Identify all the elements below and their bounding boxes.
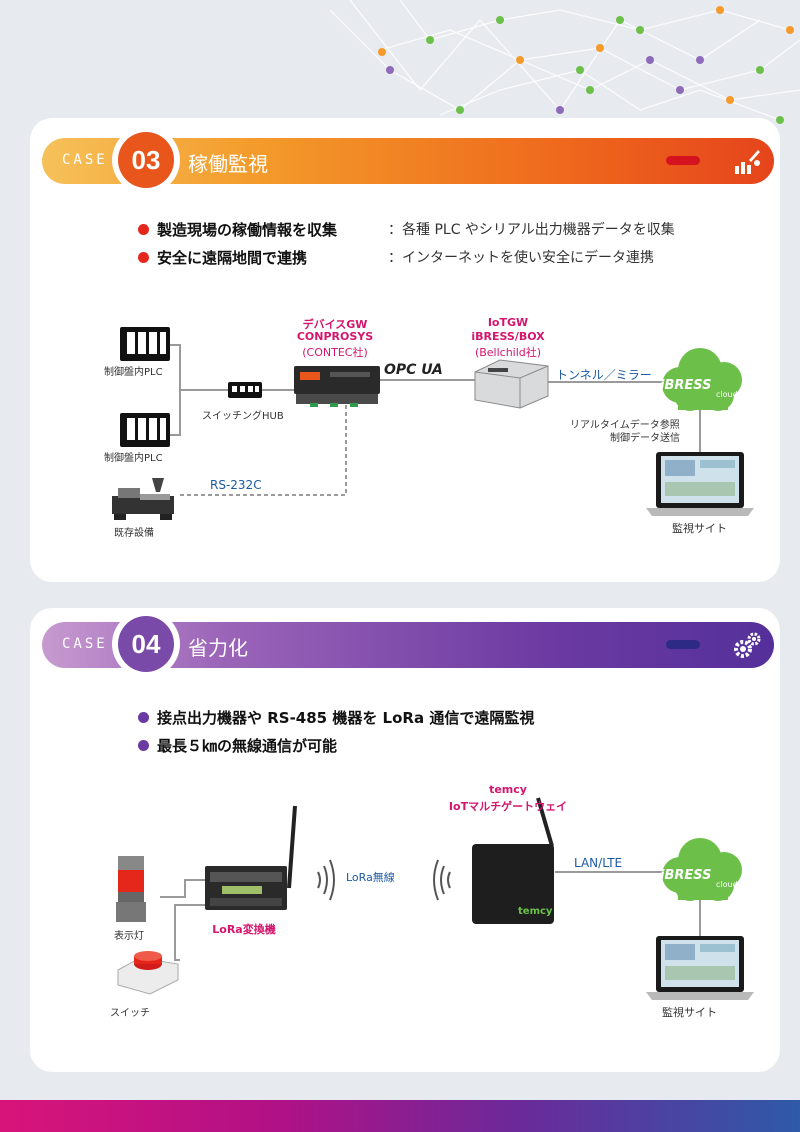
switch-label: スイッチ [110, 1008, 150, 1019]
temcy-title: temcy [489, 783, 527, 796]
bullet-strong: 接点出力機器や RS-485 機器を LoRa 通信で遠隔監視 [157, 708, 535, 727]
footer-gradient-bar [0, 1100, 800, 1132]
bullet-desc: ：インターネットを使い安全にデータ連携 [388, 250, 654, 266]
lamp-label: 表示灯 [114, 931, 144, 942]
monitoring-laptop [646, 452, 754, 516]
realtime-label-1: リアルタイムデータ参照 [570, 420, 680, 431]
hub-label: スイッチングHUB [202, 411, 284, 422]
gears-icon [734, 632, 761, 658]
bullet-desc: ：各種 PLC やシリアル出力機器データを収集 [388, 222, 675, 238]
case-number: 04 [118, 616, 174, 672]
ibress-cloud-icon [662, 838, 742, 901]
banner-pill [666, 156, 700, 165]
device-gw-maker: (CONTEC社) [302, 346, 368, 359]
temcy-name: IoTマルチゲートウェイ [448, 800, 568, 813]
ibress-box-device [474, 359, 549, 409]
signal-lamp [116, 856, 146, 922]
tunnel-label: トンネル／ミラー [556, 368, 652, 382]
temcy-logo: temcy [518, 906, 553, 917]
bullet-dot [138, 223, 149, 235]
plc-device-2 [120, 413, 170, 447]
lora-wireless-label: LoRa無線 [346, 871, 395, 884]
bullet-dot [138, 711, 149, 723]
case04-banner: CASE 04 省力化 [42, 610, 774, 678]
lora-converter-label: LoRa変換機 [212, 923, 276, 936]
ibress-cloud-icon [662, 348, 742, 411]
opc-ua-logo: OPC UA [384, 362, 443, 378]
case-number-badge: 03 [112, 126, 180, 194]
switching-hub [228, 382, 262, 398]
push-switch [117, 951, 179, 995]
bullet-item: 接点出力機器や RS-485 機器を LoRa 通信で遠隔監視 [138, 703, 738, 731]
monitor-label: 監視サイト [662, 1006, 717, 1019]
device-gw-title: デバイスGW [302, 318, 368, 331]
cloud-brand: iBRESS [660, 378, 712, 393]
network-background [0, 0, 800, 130]
cloud-brand: iBRESS [660, 868, 712, 883]
bullet-dot [138, 251, 149, 263]
plc-label-2: 制御盤内PLC [104, 453, 163, 464]
bullet-item: 安全に遠隔地間で連携 ：インターネットを使い安全にデータ連携 [138, 243, 738, 271]
iotgw-name: iBRESS/BOX [471, 330, 545, 343]
legacy-label: 既存設備 [114, 528, 154, 539]
temcy-gateway [472, 797, 554, 924]
cloud-sub: cloud [716, 390, 738, 399]
radio-waves-icon [317, 859, 451, 901]
bullet-item: 最長５㎞の無線通信が可能 [138, 731, 738, 759]
rs232-label: RS-232C [210, 478, 262, 492]
bullet-dot [138, 739, 149, 751]
lora-converter [205, 805, 297, 910]
bullet-item: 製造現場の稼働情報を収集 ：各種 PLC やシリアル出力機器データを収集 [138, 215, 738, 243]
banner-pill [666, 640, 700, 649]
analytics-hand-icon [735, 150, 760, 174]
case-label: CASE [62, 152, 108, 168]
iotgw-maker: (Bellchild社) [474, 346, 542, 359]
conprosys-device [294, 366, 380, 407]
iotgw-title: IoTGW [487, 316, 529, 329]
case-title: 稼働監視 [188, 152, 268, 176]
device-gw-name: CONPROSYS [296, 330, 374, 343]
case03-banner: CASE 03 稼働監視 [42, 126, 774, 194]
lan-lte-label: LAN/LTE [574, 856, 623, 870]
legacy-machine [112, 478, 174, 520]
bullet-strong: 製造現場の稼働情報を収集 [157, 220, 338, 239]
plc-device-1 [120, 327, 170, 361]
realtime-label-2: 制御データ送信 [610, 433, 680, 444]
monitoring-laptop [646, 936, 754, 1000]
case04-bullets: 接点出力機器や RS-485 機器を LoRa 通信で遠隔監視 最長５㎞の無線通… [138, 703, 738, 759]
case-title: 省力化 [188, 636, 248, 660]
plc-label-1: 制御盤内PLC [104, 367, 163, 378]
case-number-badge: 04 [112, 610, 180, 678]
bullet-strong: 安全に遠隔地間で連携 [157, 248, 308, 267]
monitor-label: 監視サイト [672, 522, 727, 535]
cloud-sub: cloud [716, 880, 738, 889]
bullet-strong: 最長５㎞の無線通信が可能 [157, 736, 338, 755]
case-label: CASE [62, 636, 108, 652]
case03-bullets: 製造現場の稼働情報を収集 ：各種 PLC やシリアル出力機器データを収集 安全に… [138, 215, 738, 271]
case-number: 03 [118, 132, 174, 188]
